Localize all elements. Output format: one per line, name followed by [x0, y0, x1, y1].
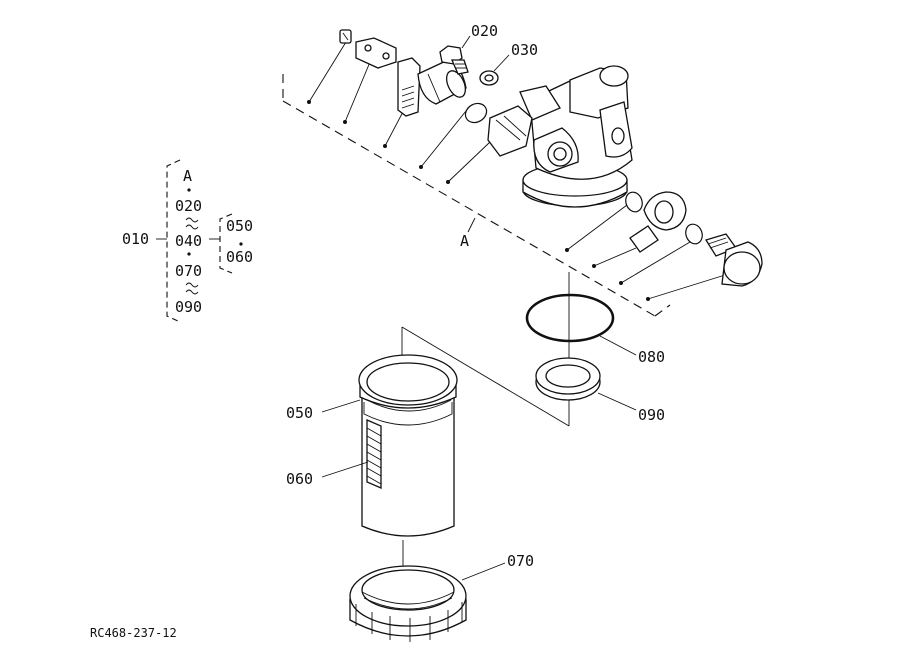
section-boundary: A — [282, 74, 671, 317]
o-ring-right — [625, 191, 643, 213]
parts-bracket-legend: 010 A 020 040 070 090 050 060 — [122, 159, 253, 323]
ring-nut-070 — [349, 565, 467, 642]
bracket-main-label: 010 — [122, 230, 149, 248]
bracket-item-a: A — [183, 167, 192, 185]
section-label: A — [460, 232, 469, 250]
o-ring-small — [464, 102, 488, 124]
callout-020: 020 — [471, 22, 498, 40]
callout-050: 050 — [286, 404, 313, 422]
callout-090: 090 — [638, 406, 665, 424]
valve-body-small — [417, 59, 467, 105]
o-ring-080 — [525, 293, 615, 343]
filter-bowl — [358, 354, 458, 537]
washer-030 — [479, 70, 499, 86]
callout-080: 080 — [638, 348, 665, 366]
filter-label-hatch — [366, 419, 382, 489]
bracket-sub-050: 050 — [226, 217, 253, 235]
boundary-leaders — [307, 41, 726, 301]
banjo-fitting — [629, 191, 687, 253]
o-ring-right-2 — [685, 223, 703, 245]
callout-060: 060 — [286, 470, 313, 488]
drawing-code: RC468-237-12 — [90, 626, 177, 640]
bracket-item-020: 020 — [175, 197, 202, 215]
bracket-sub-060: 060 — [226, 248, 253, 266]
gasket-090 — [535, 357, 601, 401]
bolt-020 — [439, 45, 469, 75]
filter-head — [487, 65, 633, 208]
bracket-item-040: 040 — [175, 232, 202, 250]
bracket-item-090: 090 — [175, 298, 202, 316]
callout-030: 030 — [511, 41, 538, 59]
bleed-screw — [339, 29, 352, 44]
callout-070: 070 — [507, 552, 534, 570]
lever — [397, 57, 421, 117]
bracket-item-070: 070 — [175, 262, 202, 280]
bracket-plate — [355, 37, 397, 69]
banjo-bolt — [704, 233, 763, 287]
